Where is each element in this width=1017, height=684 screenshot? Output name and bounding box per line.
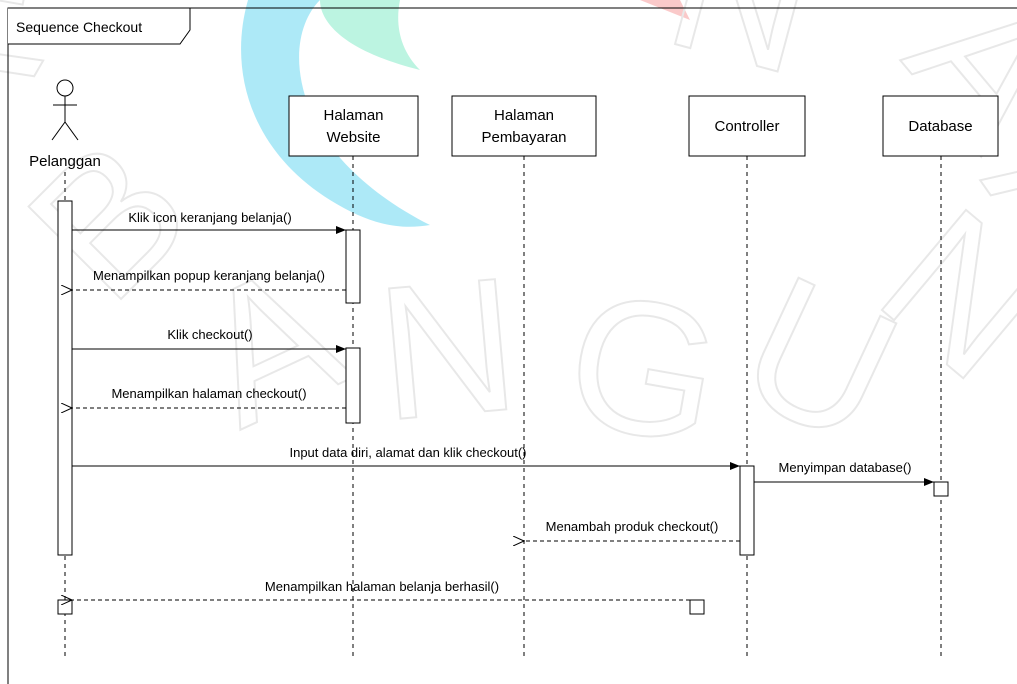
message-label: Menyimpan database() [779,460,912,475]
activation-pelanggan [57,200,73,556]
message-2: Menampilkan popup keranjang belanja() [72,268,346,290]
frame-title: Sequence Checkout [16,19,142,35]
message-label: Menampilkan halaman belanja berhasil() [265,579,499,594]
message-6: Menyimpan database() [754,460,934,486]
diagram-frame: Sequence Checkout [7,7,1017,684]
watermark-letter: N [370,238,525,461]
activation-controller-end [689,599,705,615]
message-4: Menampilkan halaman checkout() [72,386,346,408]
message-1: Klik icon keranjang belanja() [72,210,346,234]
message-label: Klik checkout() [167,327,252,342]
message-8: Menampilkan halaman belanja berhasil() [72,579,690,600]
participant-name-line2: Pembayaran [481,129,566,146]
message-label: Menampilkan halaman checkout() [111,386,306,401]
watermark-swoosh-green [320,0,420,70]
messages: Klik icon keranjang belanja() Menampilka… [72,210,934,600]
watermark-letter: G [553,252,735,486]
watermark-swoosh-cyan [241,0,430,227]
message-label: Input data diri, alamat dan klik checkou… [289,445,526,460]
participant-name: Database [908,118,972,135]
participant-controller: Controller [688,95,806,157]
activation-pelanggan-end [57,599,73,615]
actor-name: Pelanggan [29,153,101,170]
activation-database [933,481,949,497]
participant-name-line1: Halaman [494,107,554,124]
participant-pembayaran: Halaman Pembayaran [451,95,597,157]
message-label: Menampilkan popup keranjang belanja() [93,268,325,283]
actor-stick-figure-icon [51,79,79,141]
activation-website-2 [345,347,361,424]
activation-website-1 [345,229,361,304]
message-3: Klik checkout() [72,327,346,353]
participant-website: Halaman Website [288,95,419,157]
message-5: Input data diri, alamat dan klik checkou… [72,445,740,470]
actor-pelanggan: Pelanggan [29,79,101,170]
watermark-swoosh-red [640,0,690,20]
participant-name-line2: Website [327,129,381,146]
message-label: Klik icon keranjang belanja() [128,210,291,225]
participant-name-line1: Halaman [323,107,383,124]
watermark: ABANGUNANAN [0,0,1017,487]
participant-database: Database [882,95,999,157]
message-7: Menambah produk checkout() [524,519,740,541]
message-label: Menambah produk checkout() [546,519,719,534]
activation-controller [739,465,755,556]
participant-name: Controller [714,118,779,135]
